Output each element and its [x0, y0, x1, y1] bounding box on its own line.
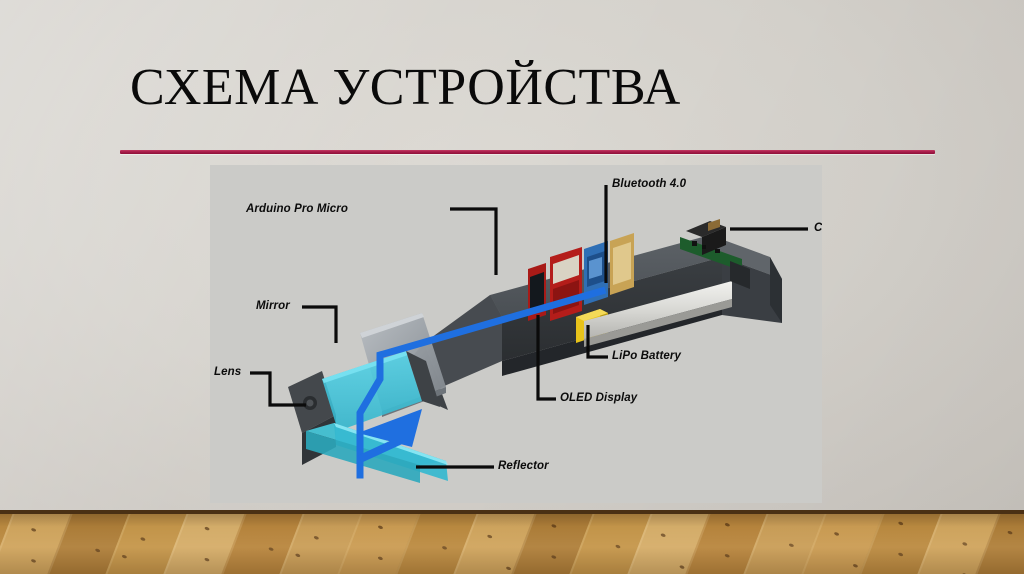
label-mirror: Mirror: [256, 300, 290, 312]
label-reflector: Reflector: [498, 460, 549, 472]
arduino-board: [550, 247, 582, 321]
light-beam-exit-arrow: [358, 409, 422, 463]
charger-circuit-board: [680, 219, 742, 271]
device-schematic-drawing: [250, 185, 808, 483]
label-lens: Lens: [214, 366, 242, 378]
wooden-floor: [0, 510, 1024, 574]
light-beam-path: [356, 286, 607, 479]
lipo-battery: [584, 281, 732, 347]
page-title: СХЕМА УСТРОЙСТВА: [130, 59, 681, 116]
label-lipo-battery: LiPo Battery: [612, 350, 681, 362]
gold-component: [610, 233, 634, 295]
label-leader-lines: [250, 185, 808, 469]
label-oled-display: OLED Display: [560, 392, 638, 404]
floor-edge-line: [0, 510, 1024, 514]
floor-shading: [0, 510, 1024, 574]
label-charger-circuit: Charger Circuit: [814, 222, 822, 234]
label-bluetooth: Bluetooth 4.0: [612, 178, 687, 190]
label-arduino-pro-micro: Arduino Pro Micro: [246, 203, 349, 215]
device-schematic-image: Arduino Pro Micro Bluetooth 4.0 Charger …: [210, 165, 822, 503]
title-underline-rule: [120, 150, 935, 155]
